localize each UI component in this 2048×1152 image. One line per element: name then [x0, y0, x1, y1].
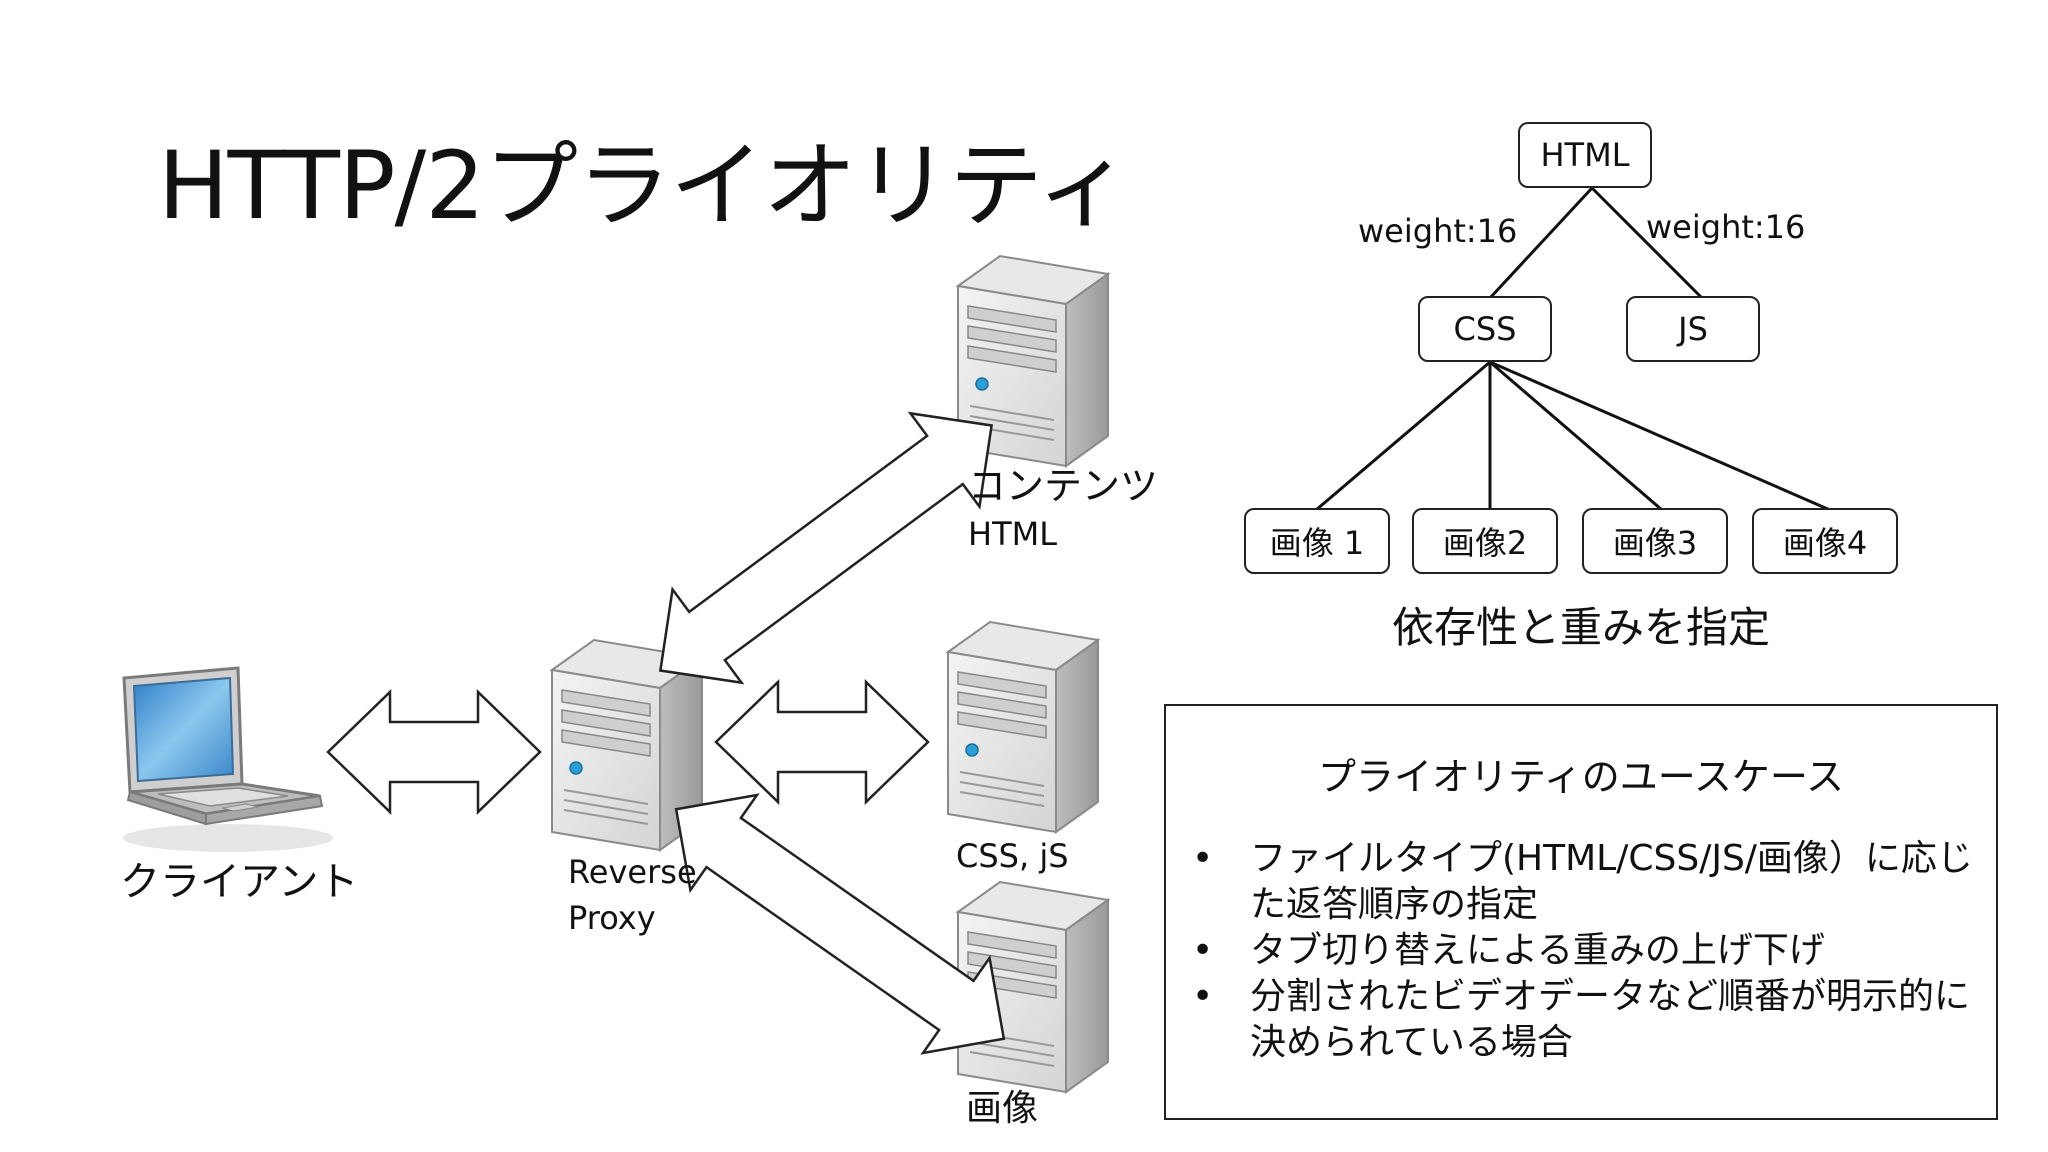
usecase-item: •ファイルタイプ(HTML/CSS/JS/画像）に応じた返答順序の指定 — [1192, 838, 1973, 925]
usecase-item-text: 分割されたビデオデータなど順番が明示的に決められている場合 — [1250, 976, 1971, 1063]
proxy-label-line1: Reverse — [568, 853, 697, 891]
tree-node-image-2: 画像2 — [1412, 508, 1558, 574]
tree-node-js: JS — [1626, 296, 1760, 362]
proxy-html-arrow — [658, 411, 994, 685]
proxy-image-arrow — [674, 793, 1006, 1055]
usecase-list: •ファイルタイプ(HTML/CSS/JS/画像）に応じた返答順序の指定 •タブ切… — [1192, 836, 1976, 1066]
proxy-label-line2: Proxy — [568, 899, 656, 937]
weight-label-left: weight:16 — [1358, 212, 1518, 250]
weight-label-right: weight:16 — [1646, 208, 1806, 246]
image-server-label: 画像 — [966, 1088, 1039, 1129]
usecase-item: •分割されたビデオデータなど順番が明示的に決められている場合 — [1192, 976, 1971, 1063]
html-server-label-line2: HTML — [968, 515, 1058, 553]
usecase-item-text: ファイルタイプ(HTML/CSS/JS/画像）に応じた返答順序の指定 — [1250, 838, 1973, 925]
html-server-label-line1: コンテンツ — [968, 464, 1159, 508]
usecase-box: プライオリティのユースケース •ファイルタイプ(HTML/CSS/JS/画像）に… — [1164, 704, 1998, 1120]
tree-node-html: HTML — [1518, 122, 1652, 188]
tree-caption: 依存性と重みを指定 — [1392, 603, 1771, 652]
laptop-icon — [122, 666, 333, 852]
css-js-server-icon — [947, 621, 1099, 833]
tree-node-image-1: 画像 1 — [1244, 508, 1390, 574]
usecase-title: プライオリティのユースケース — [1318, 755, 1844, 799]
usecase-item: •タブ切り替えによる重みの上げ下げ — [1192, 930, 1825, 971]
tree-edges — [1315, 186, 1831, 512]
client-proxy-arrow — [326, 689, 542, 815]
tree-node-image-4: 画像4 — [1752, 508, 1898, 574]
proxy-css-arrow — [714, 679, 930, 805]
usecase-item-text: タブ切り替えによる重みの上げ下げ — [1250, 930, 1825, 971]
slide-title: HTTP/2プライオリティ — [158, 132, 1130, 241]
client-label: クライアント — [120, 859, 359, 905]
tree-node-image-3: 画像3 — [1582, 508, 1728, 574]
css-js-server-label: CSS, jS — [956, 837, 1069, 875]
tree-node-css: CSS — [1418, 296, 1552, 362]
